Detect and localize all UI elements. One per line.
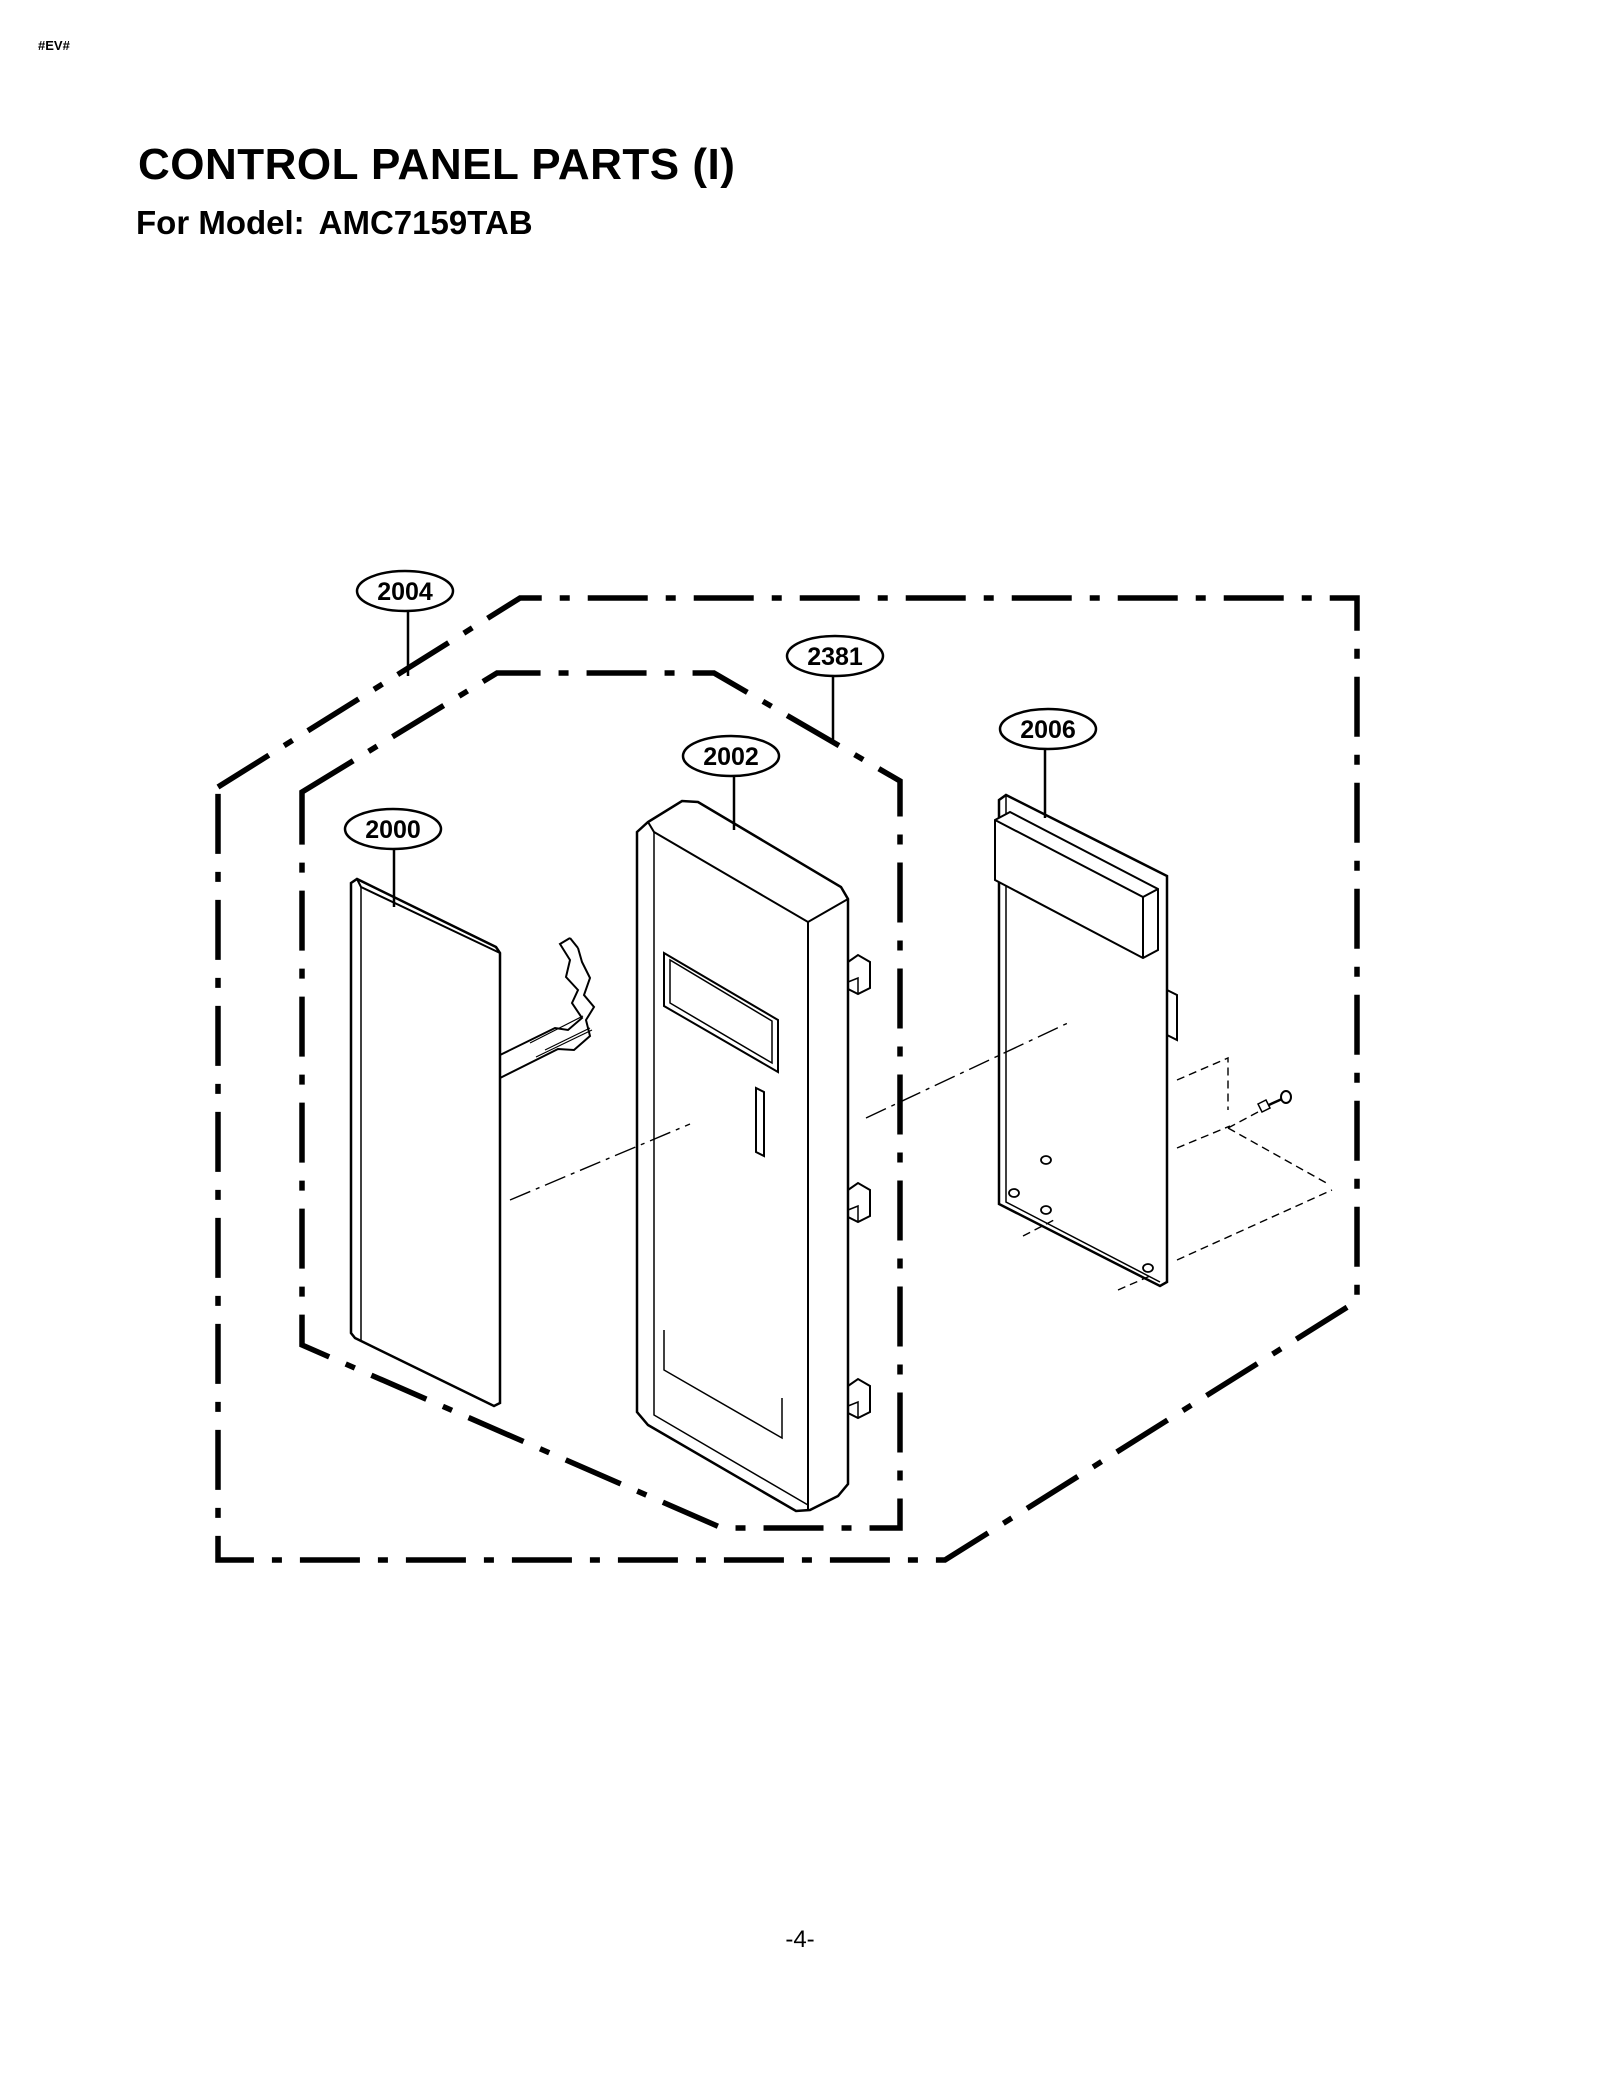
callout-2000: 2000 — [343, 807, 443, 851]
page-title: CONTROL PANEL PARTS (I) — [138, 140, 736, 189]
part-2002-control-panel — [635, 799, 871, 1513]
callout-2004: 2004 — [355, 569, 455, 613]
callout-2381: 2381 — [785, 634, 885, 678]
svg-text:2000: 2000 — [365, 816, 421, 844]
screw — [1256, 1090, 1292, 1114]
assembly-guide-lines — [509, 1021, 1333, 1291]
svg-text:2006: 2006 — [1020, 716, 1076, 744]
assembly-boundary-2381 — [299, 670, 903, 1531]
svg-text:2002: 2002 — [703, 743, 759, 771]
model-label: For Model: — [136, 204, 305, 241]
callout-2006: 2006 — [998, 707, 1098, 751]
svg-text:2381: 2381 — [807, 643, 863, 671]
page-number: -4- — [785, 1926, 815, 1953]
model-line: For Model: AMC7159TAB — [136, 204, 533, 242]
part-2000-key-sheet — [349, 877, 596, 1408]
callout-2002: 2002 — [681, 734, 781, 778]
part-2006-pcb-assembly — [994, 793, 1178, 1288]
assembly-boundary-2004 — [215, 595, 1360, 1563]
callout-leaders — [392, 611, 1047, 907]
corner-tag: #EV# — [38, 38, 70, 53]
model-number: AMC7159TAB — [318, 204, 533, 241]
svg-text:2004: 2004 — [377, 578, 433, 606]
